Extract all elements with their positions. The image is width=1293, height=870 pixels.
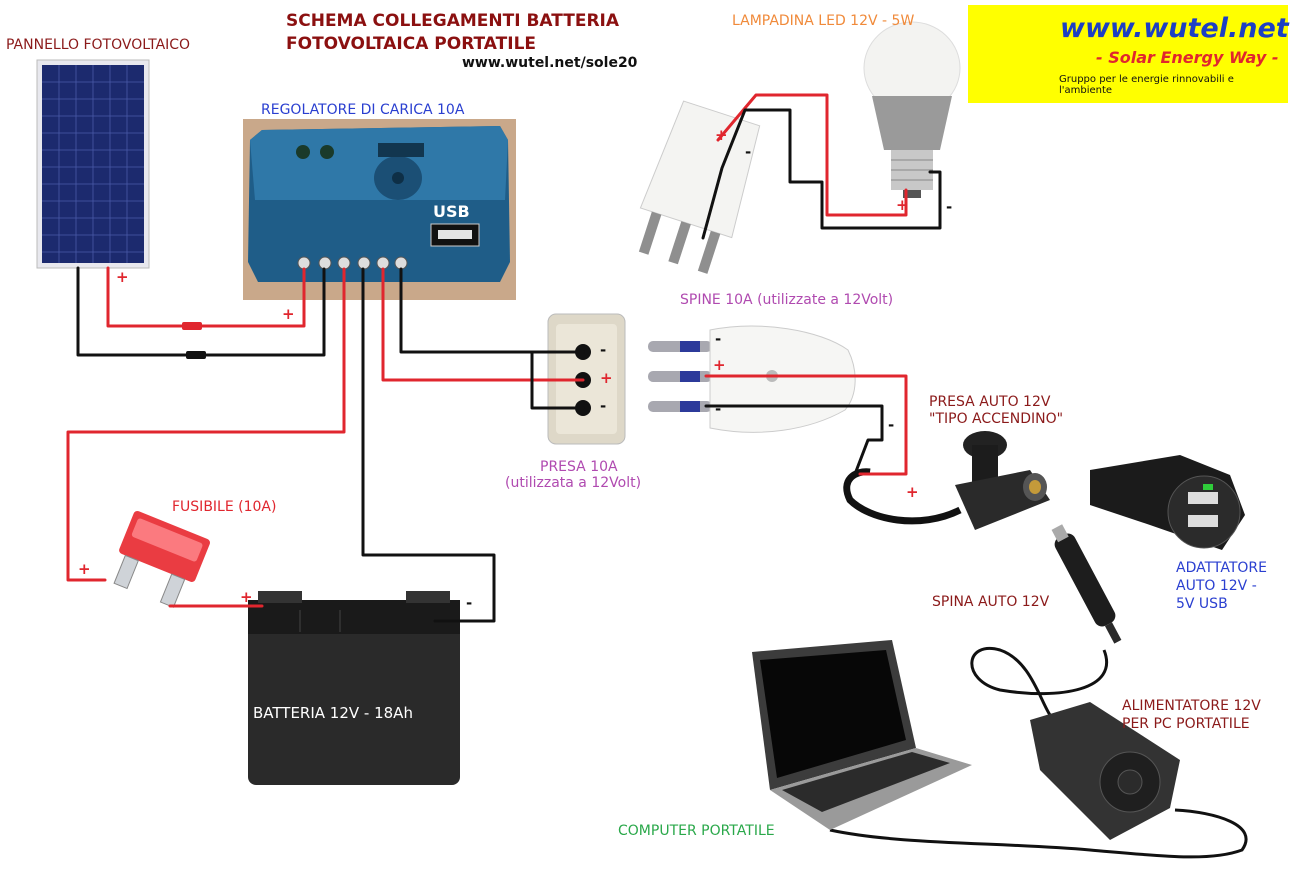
fuse (113, 510, 210, 608)
laptop-psu (1030, 702, 1180, 840)
label-laptop: COMPUTER PORTATILE (618, 823, 775, 839)
battery (248, 591, 460, 785)
title-line-2: FOTOVOLTAICA PORTATILE (286, 34, 537, 54)
car-socket (843, 431, 1050, 530)
polarity-minus: - (888, 416, 895, 434)
polarity-plus: + (896, 196, 909, 214)
logo-slogan: - Solar Energy Way - (1096, 48, 1279, 67)
polarity-minus: - (466, 594, 473, 612)
logo-site: www.wutel.net (1060, 13, 1289, 44)
label-car-socket-line1: PRESA AUTO 12V (929, 394, 1051, 410)
logo-box: www.wutel.net - Solar Energy Way - Grupp… (968, 5, 1289, 103)
polarity-minus: - (946, 198, 953, 216)
led-bulb (863, 21, 961, 198)
polarity-minus: - (600, 397, 607, 415)
label-socket-line1: PRESA 10A (540, 459, 618, 475)
plug-top (638, 100, 761, 274)
polarity-plus: + (713, 356, 726, 374)
solar-panel (36, 59, 150, 269)
label-laptop-psu-line1: ALIMENTATORE 12V (1122, 698, 1261, 714)
label-plugs: SPINE 10A (utilizzate a 12Volt) (680, 292, 894, 308)
label-regulator: REGOLATORE DI CARICA 10A (261, 102, 465, 118)
car-plug (1051, 524, 1122, 644)
polarity-minus: - (715, 330, 722, 348)
polarity-minus: - (715, 400, 722, 418)
title-line-1: SCHEMA COLLEGAMENTI BATTERIA (286, 11, 620, 31)
label-usb-adapter-line3: 5V USB (1176, 596, 1228, 612)
label-led-bulb: LAMPADINA LED 12V - 5W (732, 13, 915, 29)
label-battery: BATTERIA 12V - 18Ah (253, 704, 413, 722)
logo-subtitle: Gruppo per le energie rinnovabili e l'am… (1059, 74, 1234, 96)
polarity-plus: + (116, 268, 129, 286)
laptop (752, 640, 972, 830)
polarity-minus: - (745, 143, 752, 161)
polarity-minus: - (600, 341, 607, 359)
polarity-plus: + (282, 305, 295, 323)
label-panel: PANNELLO FOTOVOLTAICO (6, 37, 191, 53)
label-usb-adapter-line2: AUTO 12V - (1176, 578, 1257, 594)
polarity-plus: + (600, 369, 613, 387)
polarity-plus: + (715, 126, 728, 144)
title-url: www.wutel.net/sole20 (462, 55, 638, 71)
label-regulator-usb: USB (433, 202, 470, 221)
label-laptop-psu-line2: PER PC PORTATILE (1122, 716, 1250, 732)
polarity-plus: + (78, 560, 91, 578)
polarity-plus: + (906, 483, 919, 501)
polarity-plus: + (240, 588, 253, 606)
charge-regulator (243, 119, 516, 300)
usb-car-adapter (1090, 455, 1245, 550)
label-car-plug: SPINA AUTO 12V (932, 594, 1050, 610)
label-car-socket-line2: "TIPO ACCENDINO" (929, 411, 1064, 427)
label-usb-adapter-line1: ADATTATORE (1176, 560, 1268, 576)
plug-side (648, 325, 856, 433)
label-fuse: FUSIBILE (10A) (172, 499, 277, 515)
label-socket-line2: (utilizzata a 12Volt) (505, 475, 642, 491)
diagram-title: SCHEMA COLLEGAMENTI BATTERIA FOTOVOLTAIC… (286, 10, 619, 56)
